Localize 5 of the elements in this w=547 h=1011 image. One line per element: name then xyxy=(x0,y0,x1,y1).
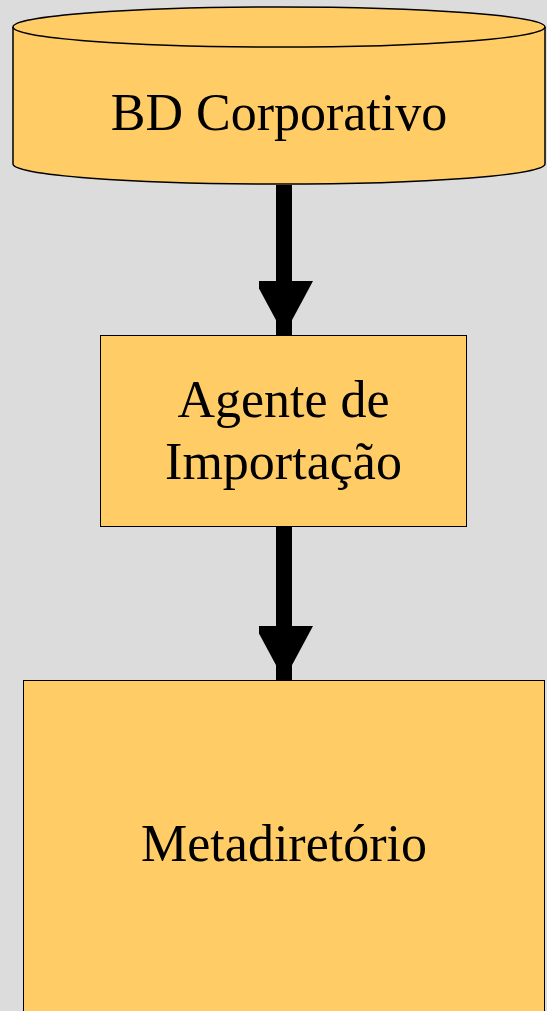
node-label: Metadiretório xyxy=(141,813,427,874)
process-box xyxy=(23,680,545,1011)
process-box xyxy=(100,335,467,527)
node-label: BD Corporativo xyxy=(110,83,448,144)
node-label: Agente de Importação xyxy=(164,369,403,492)
